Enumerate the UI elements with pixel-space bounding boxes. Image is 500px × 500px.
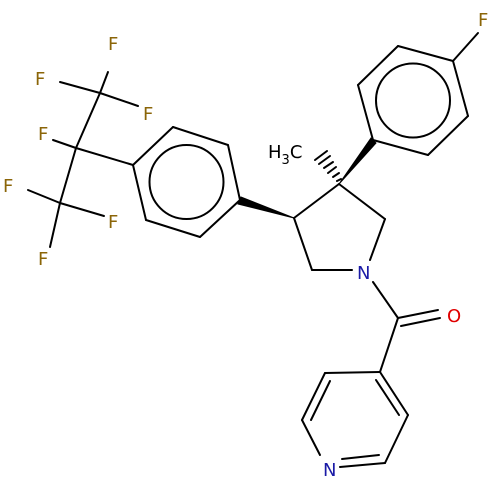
bond [452, 60, 469, 117]
bond [293, 217, 313, 271]
fluorine-label: F [3, 176, 13, 197]
oxygen-label: O [447, 306, 461, 327]
aromatic-ring-circle [148, 144, 225, 220]
bond [132, 164, 147, 221]
bond [341, 454, 380, 460]
fluorine-label: F [38, 124, 48, 145]
bond [357, 45, 399, 86]
methyl-label: H3C [268, 142, 302, 168]
bond [99, 92, 139, 107]
bond [99, 71, 109, 94]
nitrogen-label: N [357, 263, 370, 284]
bond [132, 126, 174, 166]
bond [145, 219, 201, 238]
fluorine-label: F [143, 104, 153, 125]
bond [400, 317, 441, 327]
fluorine-label: F [38, 249, 48, 270]
bond [427, 115, 469, 156]
bond [372, 139, 429, 156]
bond [59, 202, 105, 217]
aromatic-ring-circle [375, 62, 451, 139]
fluorine-label: F [108, 212, 118, 233]
bond [372, 281, 399, 319]
bond [59, 81, 101, 94]
bond [310, 380, 331, 421]
bond [452, 32, 479, 62]
bond [59, 147, 77, 204]
bond [75, 147, 134, 166]
fluorine-label: F [35, 69, 45, 90]
bond [369, 218, 386, 261]
bond [49, 202, 61, 248]
bond [301, 372, 326, 421]
bond [397, 45, 454, 62]
bond [301, 419, 321, 456]
bond [199, 199, 241, 238]
atom-labels: F F F F F F F F H3C N O N [3, 10, 488, 481]
hashed-bond [314, 150, 342, 182]
bond [324, 371, 381, 374]
bond [52, 139, 77, 149]
bond [338, 183, 386, 220]
bond [375, 379, 400, 416]
nitrogen-label: N [323, 460, 336, 481]
wedge-bond [237, 196, 295, 219]
bond [339, 462, 386, 468]
fluorine-label: F [478, 10, 488, 31]
wedge-bond [338, 137, 377, 185]
fluorine-label: F [108, 34, 118, 55]
bond [384, 414, 409, 464]
bond [379, 317, 399, 373]
bonds [27, 32, 479, 468]
bond [172, 126, 229, 146]
bond [397, 309, 439, 319]
bond [75, 92, 101, 149]
bond [27, 189, 61, 204]
bond [293, 183, 340, 219]
bond [357, 84, 374, 141]
bond [227, 144, 241, 201]
bond [379, 371, 409, 416]
